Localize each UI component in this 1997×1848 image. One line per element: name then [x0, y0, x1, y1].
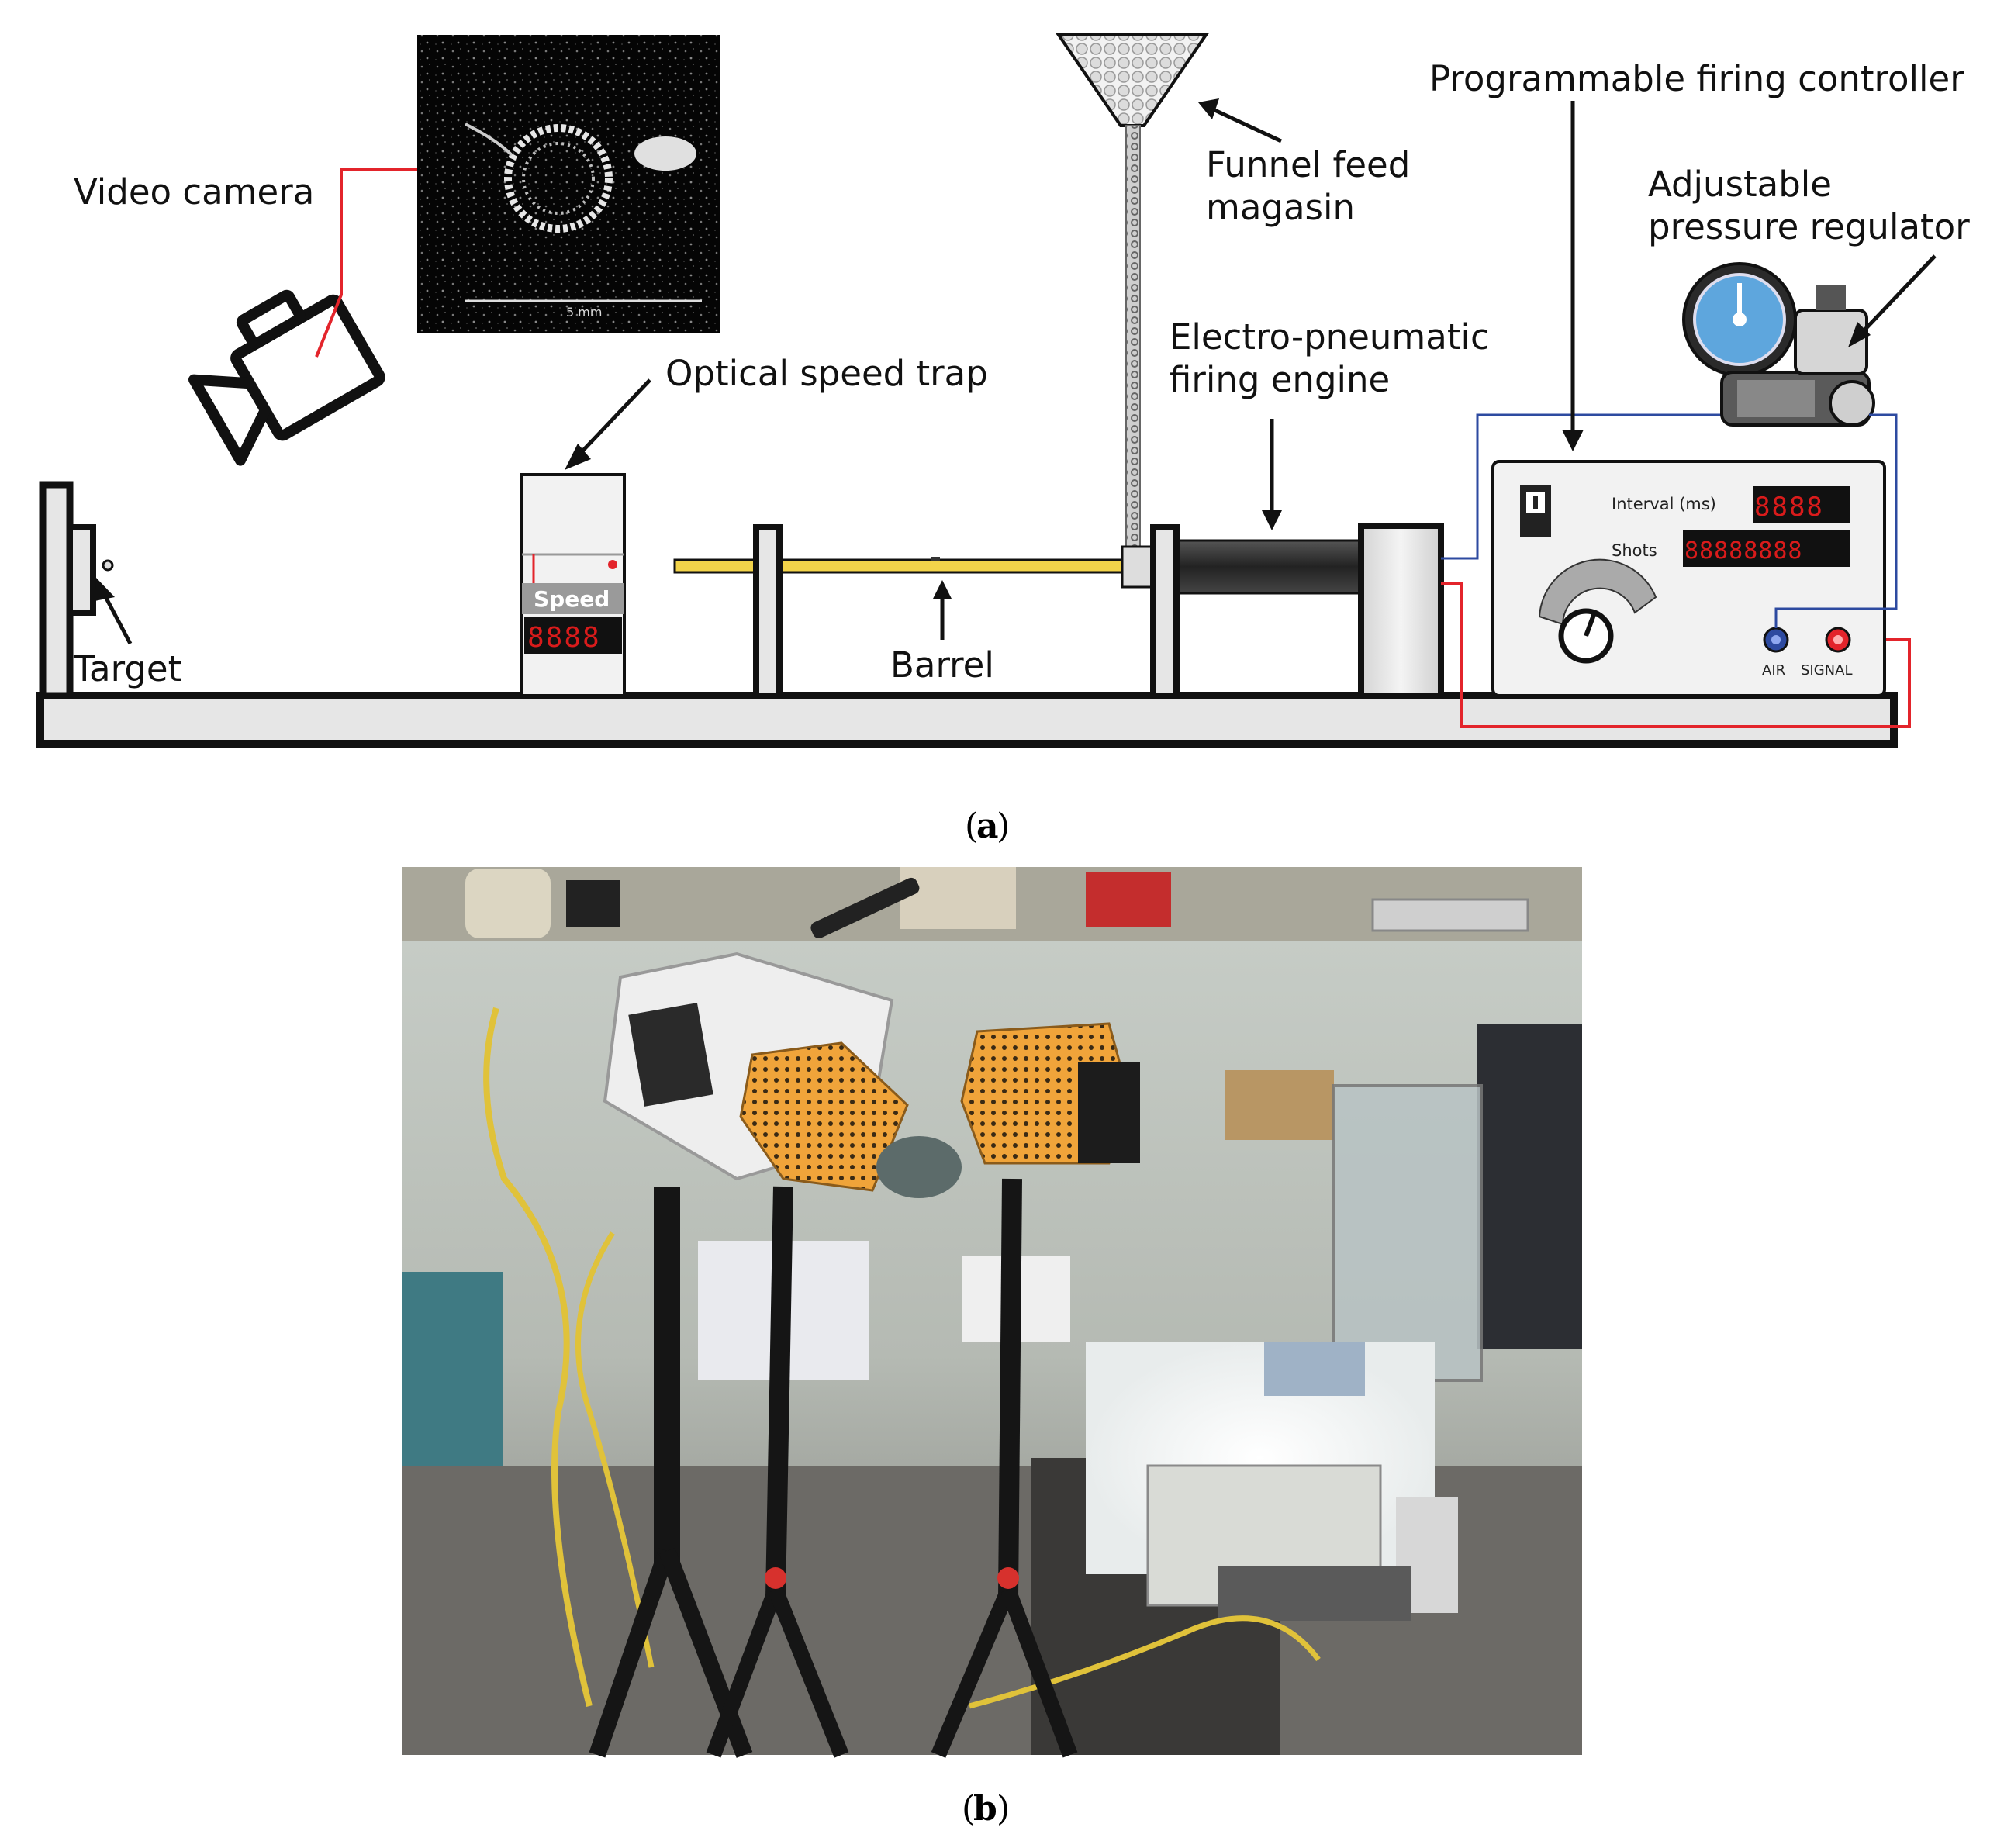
orange-camera — [960, 1022, 1140, 1165]
camera-cable — [315, 168, 417, 358]
tripod — [931, 1178, 1078, 1758]
target-label: Target — [73, 648, 181, 689]
dial-knob-icon — [1538, 558, 1657, 664]
interval-display — [1753, 486, 1850, 523]
firing-controller: Interval (ms) 8888 Shots 88888888 AIR SI… — [1491, 460, 1886, 697]
base-rail — [36, 692, 1898, 748]
air-label: AIR — [1762, 662, 1785, 679]
regulator-air-line — [1774, 413, 1898, 628]
svg-text:(: ( — [965, 807, 978, 846]
funnel-label-1: Funnel feed — [1206, 144, 1410, 185]
video-camera-label: Video camera — [74, 171, 314, 212]
speed-display — [524, 617, 622, 654]
caption-b: ( b ) — [962, 1789, 1010, 1829]
pressure-gauge-icon — [1682, 262, 1875, 427]
firing-engine-label-1: Electro-pneumatic — [1170, 316, 1490, 358]
tripod — [589, 1186, 849, 1758]
barrel — [673, 558, 1145, 574]
controller-label: Programmable firing controller — [1429, 58, 1964, 99]
caption-b-letter: b — [973, 1789, 997, 1829]
target-stand — [39, 481, 114, 699]
diagram-a: Target Video camera 5 mm Speed — [36, 33, 1970, 748]
target-dot — [102, 559, 114, 572]
inset-scale-label: 5 mm — [566, 305, 602, 320]
svg-text:(: ( — [962, 1789, 975, 1829]
caption-a-letter: a — [976, 807, 999, 846]
interval-value: 8888 — [1754, 492, 1824, 523]
power-switch-icon — [1520, 485, 1551, 537]
optical-speed-trap: Speed 8888 — [520, 473, 626, 697]
firing-engine-label-2: firing engine — [1170, 359, 1390, 400]
barrel-support — [753, 524, 783, 699]
barrel-label: Barrel — [890, 644, 994, 686]
svg-text:): ) — [997, 807, 1010, 846]
funnel-arrow — [1210, 106, 1283, 143]
shots-value: 88888888 — [1684, 537, 1803, 565]
speed-panel-label: Speed — [534, 586, 610, 612]
firing-engine — [1150, 523, 1444, 699]
regulator-arrow — [1858, 254, 1937, 337]
engine-signal-line — [1441, 582, 1911, 728]
regulator-label-2: pressure regulator — [1648, 206, 1970, 247]
speed-display-value: 8888 — [527, 622, 601, 654]
shots-label: Shots — [1612, 541, 1657, 560]
funnel-icon — [1056, 33, 1209, 589]
speed-trap-label: Optical speed trap — [665, 353, 988, 394]
svg-text:): ) — [997, 1789, 1010, 1829]
regulator-label-1: Adjustable — [1648, 164, 1832, 205]
inset-image: 5 mm — [417, 35, 720, 333]
caption-a: ( a ) — [965, 807, 1010, 846]
shots-display — [1683, 530, 1850, 567]
speed-trap-arrow — [576, 378, 651, 458]
signal-label: SIGNAL — [1801, 662, 1853, 679]
orange-camera — [739, 1041, 962, 1198]
interval-label: Interval (ms) — [1612, 495, 1716, 513]
photo-b — [402, 867, 1582, 1758]
video-camera-icon — [188, 289, 385, 466]
funnel-label-2: magasin — [1206, 187, 1355, 228]
